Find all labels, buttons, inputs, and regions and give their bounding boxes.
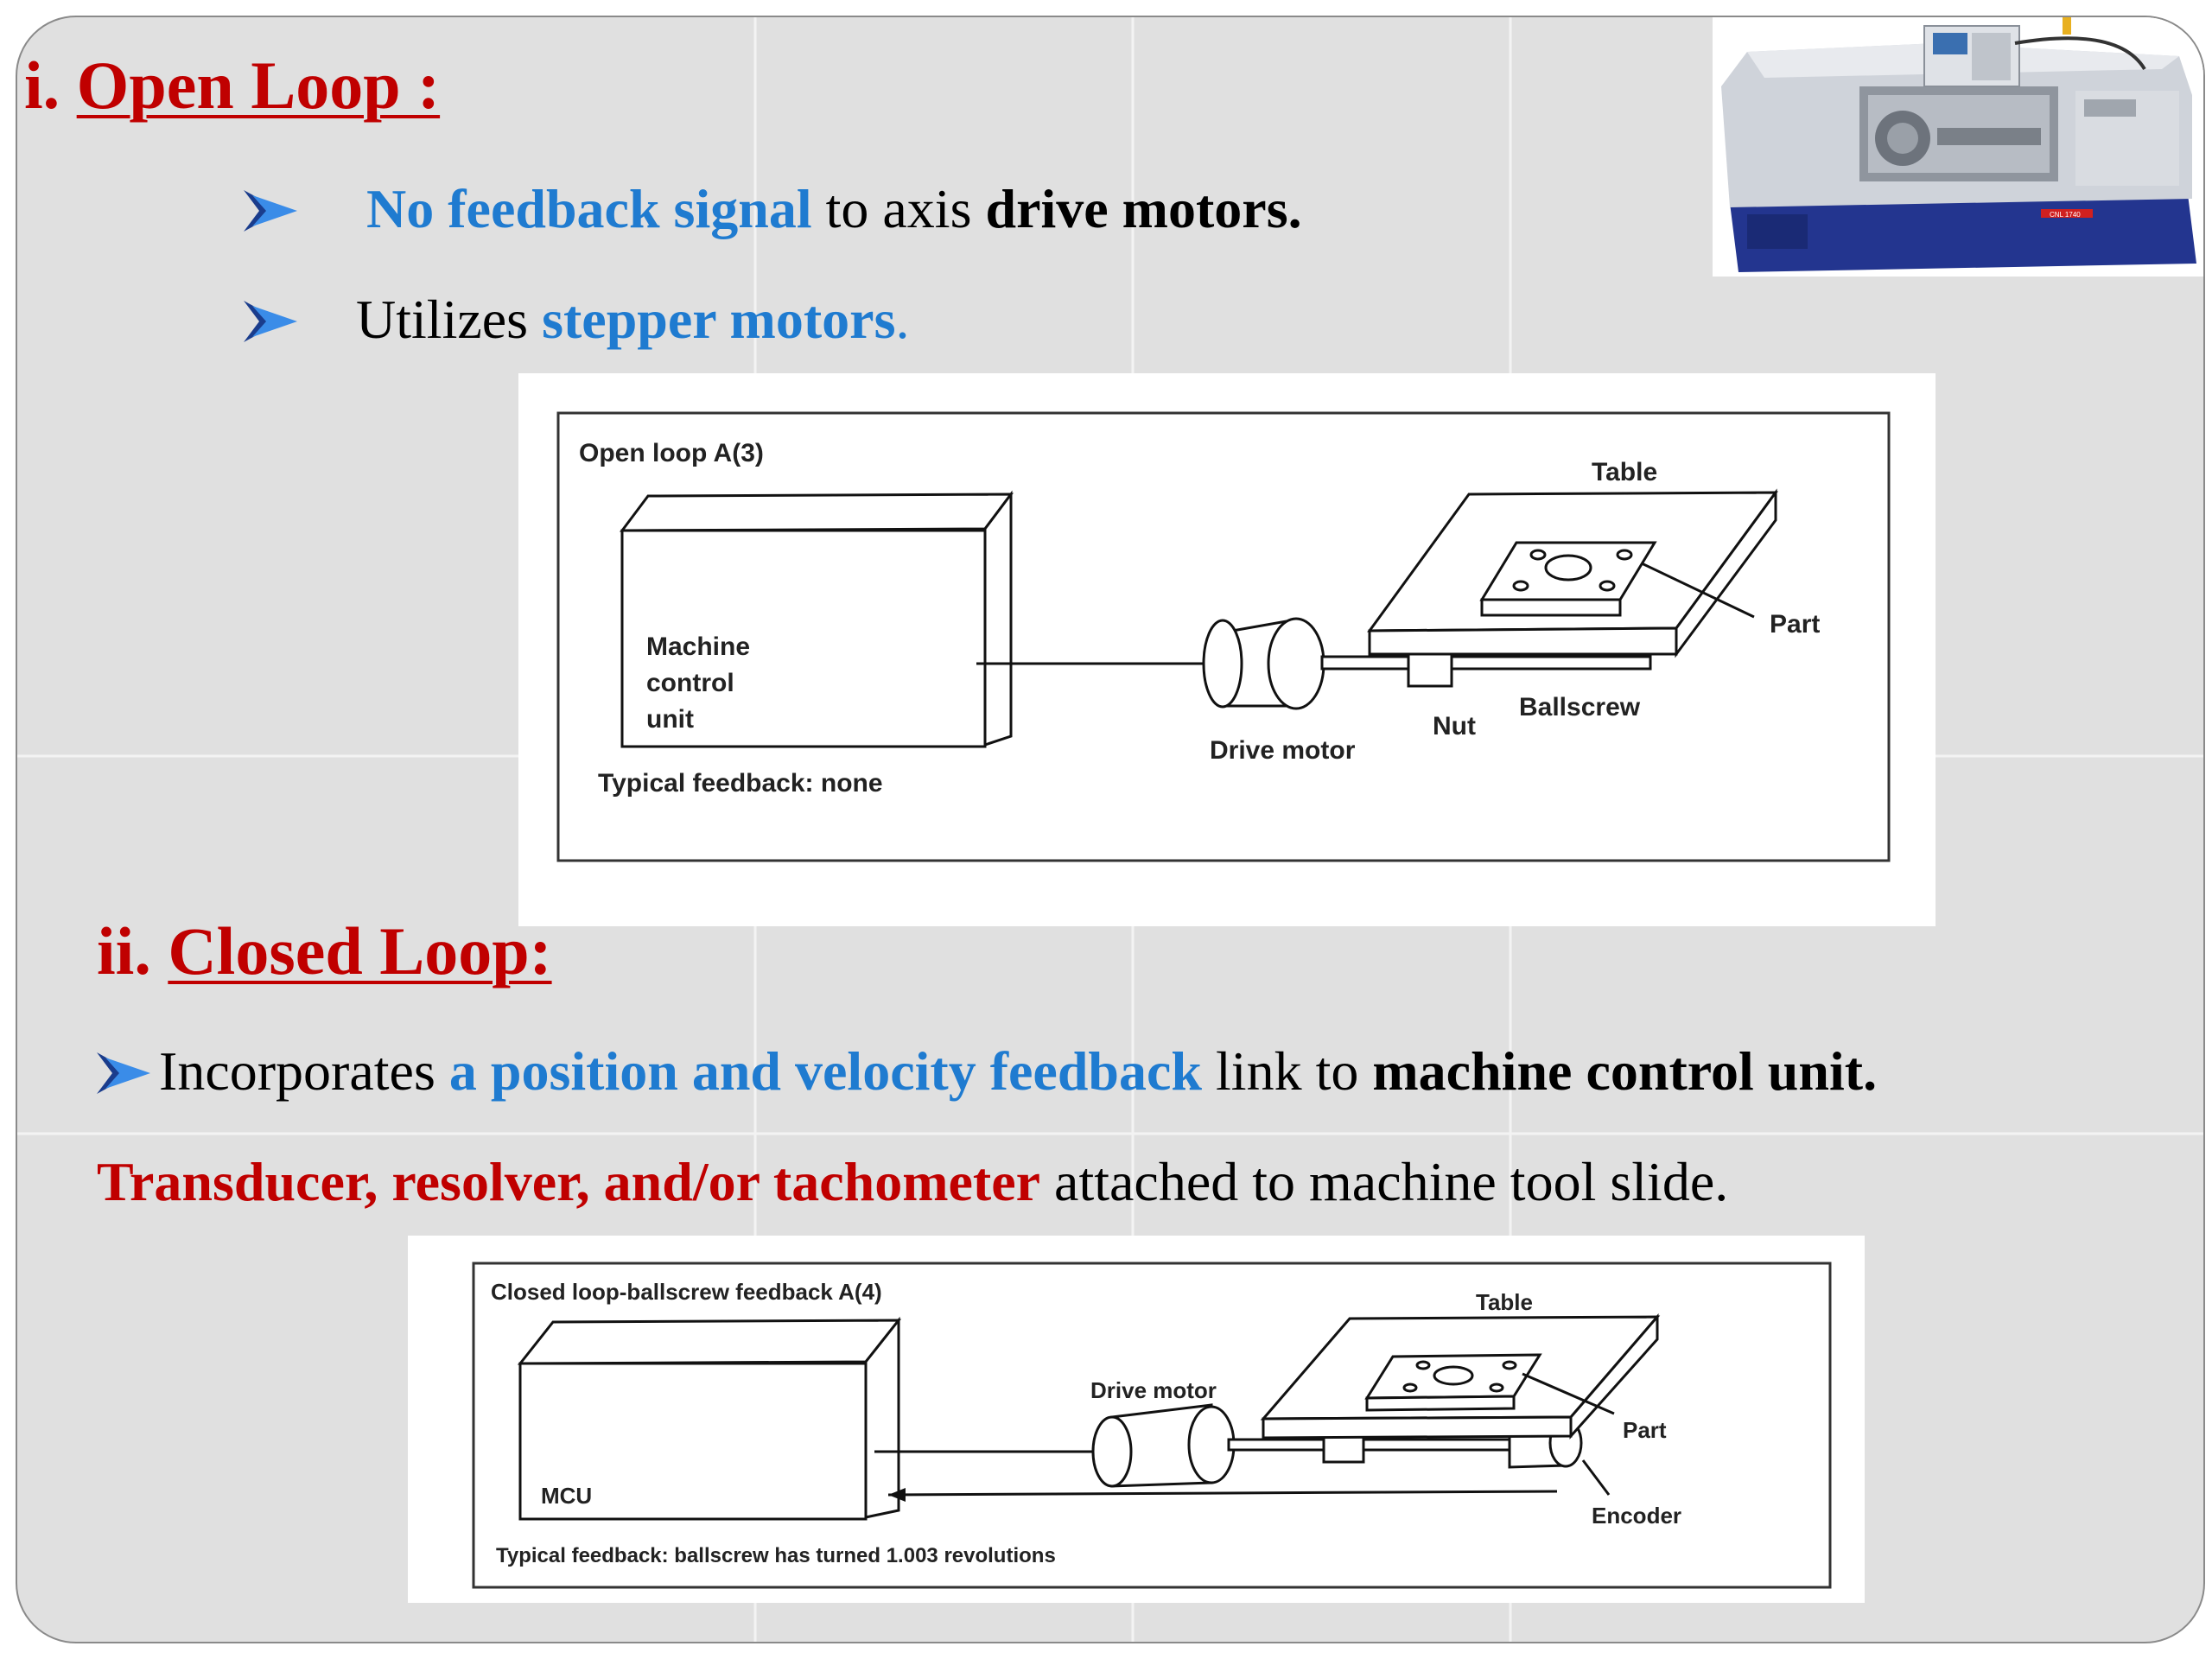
bullet-arrow-icon [97, 1052, 150, 1094]
utilizes-text: Utilizes [356, 289, 543, 350]
feedback-link-text: a position and velocity feedback [448, 1040, 1202, 1102]
closed-mcu-box [517, 1316, 902, 1521]
closed-table-label: Table [1476, 1289, 1533, 1315]
period-text: . [895, 289, 910, 350]
bullet-plain-text: to axis [811, 178, 986, 239]
closed-loop-title-text: Closed Loop: [168, 913, 552, 988]
closed-loop-title-prefix: ii. [97, 913, 168, 988]
closed-loop-line-2: Transducer, resolver, and/or tachometer … [97, 1154, 1728, 1210]
nut-label: Nut [1433, 712, 1476, 741]
mcu-label-line-3: unit [646, 705, 694, 734]
closed-loop-caption: Closed loop-ballscrew feedback A(4) [491, 1279, 882, 1305]
incorporates-text: Incorporates [159, 1040, 449, 1102]
drive-motors-text: drive motors. [985, 178, 1302, 239]
open-loop-diagram-svg: Open loop A(3) Machine control unit Typi… [556, 411, 1891, 862]
table-label: Table [1592, 458, 1657, 486]
closed-part-label: Part [1623, 1417, 1667, 1443]
link-to-text: link to [1202, 1040, 1373, 1102]
closed-drive-motor-shape [1091, 1403, 1236, 1488]
mcu-box [619, 490, 1014, 748]
mcu-bold-text: machine control unit. [1372, 1040, 1878, 1102]
attached-text: attached to machine tool slide. [1040, 1151, 1729, 1212]
closed-loop-feedback-label: Typical feedback: ballscrew has turned 1… [496, 1544, 1056, 1567]
mcu-label-line-1: Machine [646, 632, 750, 661]
ballscrew-shape [1320, 655, 1652, 671]
bullet-arrow-icon [244, 190, 297, 232]
encoder-label: Encoder [1592, 1503, 1681, 1529]
closed-table-shape [1260, 1313, 1661, 1440]
closed-drive-motor-label: Drive motor [1090, 1377, 1217, 1403]
open-loop-title: i. Open Loop : [24, 52, 440, 119]
open-loop-title-prefix: i. [24, 48, 77, 123]
no-feedback-text: No feedback signal [366, 178, 812, 239]
cnc-lathe-illustration: CNL 1740 [1713, 17, 2203, 276]
transducer-text: Transducer, resolver, and/or tachometer [97, 1151, 1041, 1212]
drive-motor-label: Drive motor [1210, 736, 1356, 765]
bullet-arrow-icon [244, 301, 297, 342]
open-loop-feedback-label: Typical feedback: none [598, 769, 883, 798]
mcu-label-line-2: control [646, 669, 734, 697]
open-loop-bullet-2: Utilizes stepper motors. [356, 292, 909, 347]
open-loop-title-text: Open Loop : [76, 48, 441, 123]
closed-loop-diagram-svg: Closed loop-ballscrew feedback A(4) MCU … [472, 1262, 1832, 1589]
open-loop-bullet-1: No feedback signal to axis drive motors. [366, 181, 1302, 237]
drive-motor-shape [1202, 617, 1325, 710]
closed-loop-diagram: Closed loop-ballscrew feedback A(4) MCU … [408, 1236, 1865, 1603]
ballscrew-label: Ballscrew [1519, 693, 1641, 721]
slide: i. Open Loop : No feedback signal to axi… [16, 16, 2205, 1643]
closed-loop-title: ii. Closed Loop: [97, 918, 552, 985]
stepper-motors-text: stepper motors [542, 289, 896, 350]
open-loop-diagram: Open loop A(3) Machine control unit Typi… [518, 373, 1936, 926]
closed-loop-bullet-1: Incorporates a position and velocity fee… [159, 1044, 1877, 1099]
closed-mcu-label: MCU [541, 1483, 592, 1509]
machine-plate-text: CNL 1740 [2050, 211, 2081, 219]
part-label: Part [1770, 610, 1820, 639]
open-loop-caption: Open loop A(3) [579, 439, 764, 467]
table-shape [1367, 488, 1778, 658]
cnc-lathe-image: CNL 1740 [1713, 17, 2203, 276]
feedback-line [887, 1490, 1558, 1497]
